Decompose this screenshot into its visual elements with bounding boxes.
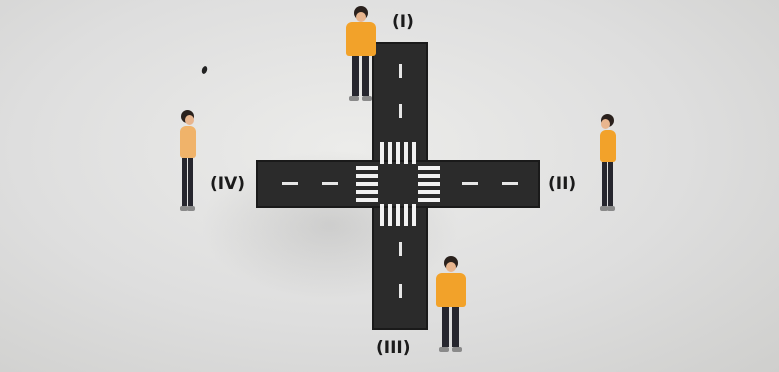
lane-marking <box>399 284 402 298</box>
person-shoe <box>452 347 462 352</box>
person-shoe <box>349 96 359 101</box>
person-leg <box>352 56 359 96</box>
person-leg <box>442 307 449 347</box>
person-face <box>601 119 610 129</box>
person-shoe <box>607 206 615 211</box>
person-face <box>446 262 456 272</box>
person-shirt <box>436 273 466 307</box>
person-shirt <box>600 130 616 162</box>
person-shirt <box>346 22 376 56</box>
person-shoe <box>180 206 188 211</box>
person-north <box>344 6 378 106</box>
person-leg <box>608 162 613 206</box>
person-shoe <box>600 206 608 211</box>
person-face <box>356 12 366 22</box>
zebra-crossing-south <box>380 204 420 226</box>
lane-marking <box>502 182 518 185</box>
zebra-crossing-north <box>380 142 420 164</box>
person-leg <box>452 307 459 347</box>
zebra-crossing-west <box>356 166 378 202</box>
east-west-road <box>256 160 540 208</box>
person-leg <box>188 158 193 206</box>
lane-marking <box>399 64 402 78</box>
label-east: (II) <box>548 174 577 194</box>
person-shoe <box>187 206 195 211</box>
label-west: (IV) <box>210 174 246 194</box>
lane-marking <box>399 242 402 256</box>
person-west <box>176 110 200 220</box>
person-shoe <box>362 96 372 101</box>
person-leg <box>182 158 187 206</box>
lane-marking <box>462 182 478 185</box>
lane-marking <box>322 182 338 185</box>
person-face <box>185 115 194 125</box>
person-shoe <box>439 347 449 352</box>
lane-marking <box>282 182 298 185</box>
person-leg <box>362 56 369 96</box>
ink-mark <box>200 65 209 75</box>
label-south: (III) <box>376 338 411 358</box>
label-north: (I) <box>392 12 414 32</box>
lane-marking <box>399 104 402 118</box>
person-south <box>434 256 468 360</box>
person-leg <box>602 162 607 206</box>
person-east <box>596 114 620 220</box>
zebra-crossing-east <box>418 166 440 202</box>
person-shirt <box>180 126 196 158</box>
